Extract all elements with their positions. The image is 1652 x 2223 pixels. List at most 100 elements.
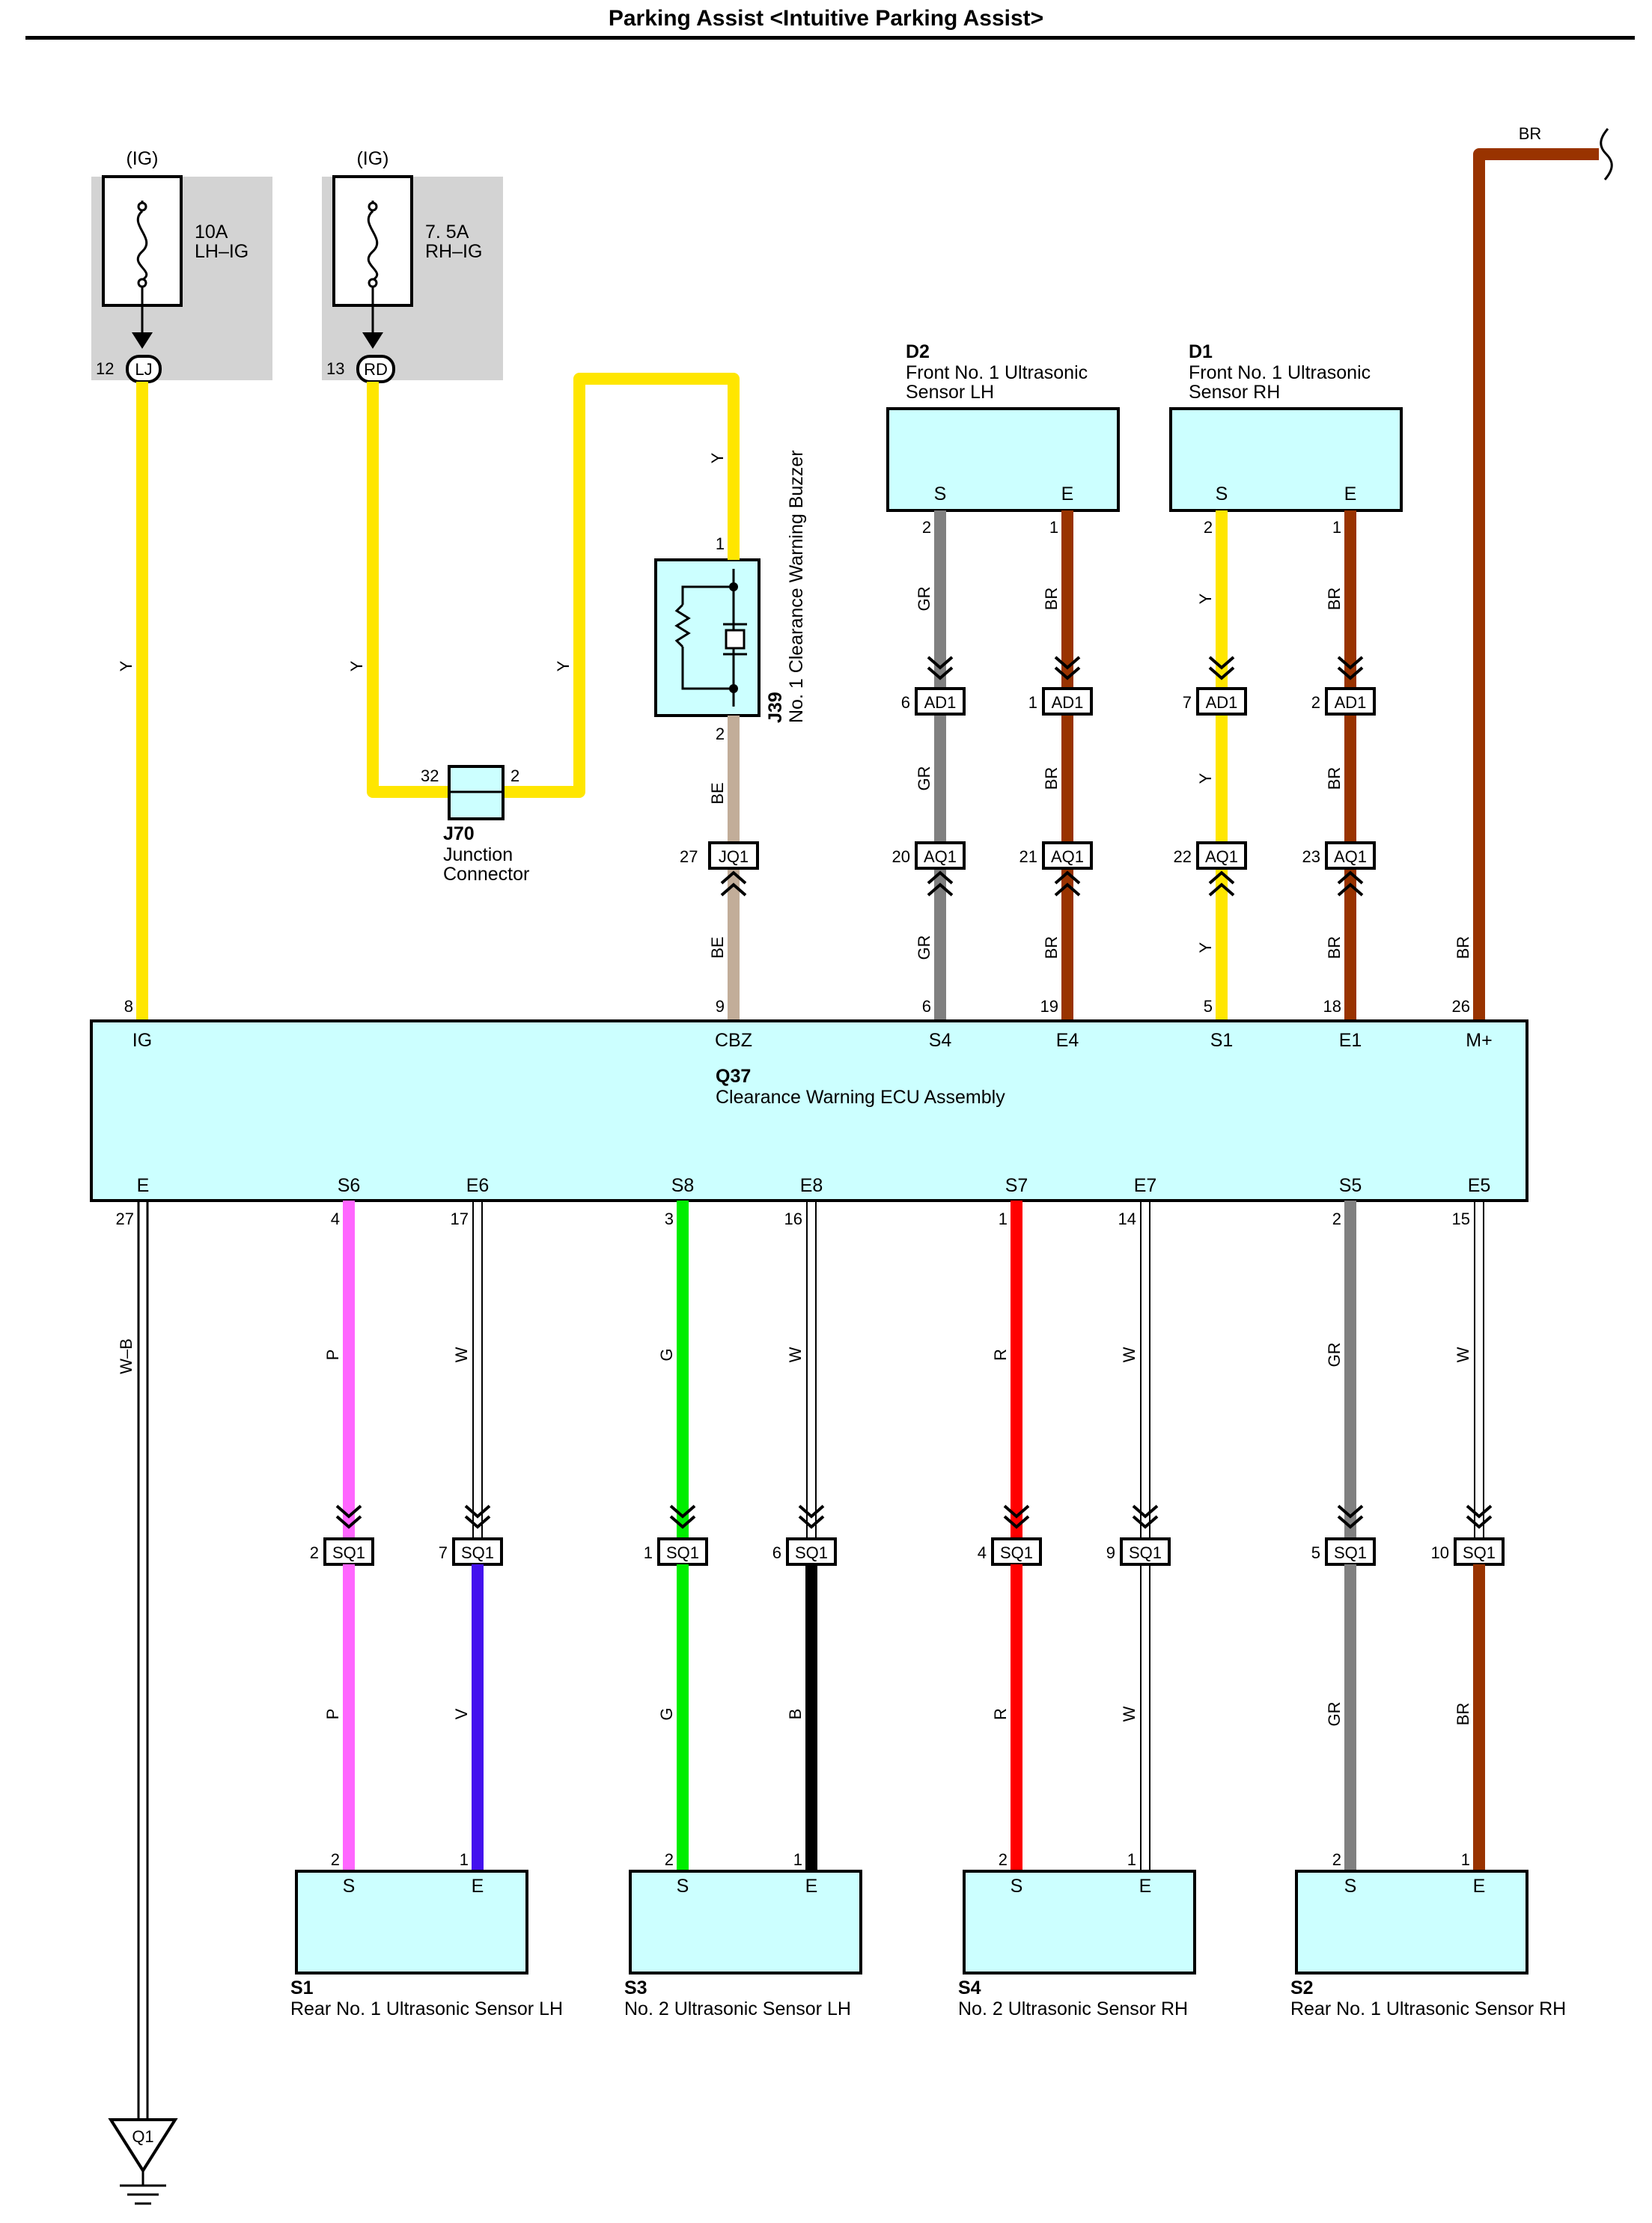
front-wire-2-ad1-pin: 7 (1183, 693, 1192, 712)
d1-s-pin: 2 (1204, 518, 1213, 537)
front-wire-3-ad1-pin: 2 (1311, 693, 1320, 712)
front-wire-2-aq1-label: AQ1 (1205, 847, 1238, 866)
fuse2-pin: 13 (326, 359, 344, 378)
junction-connector-j70: 32 2 J70 Junction Connector (421, 765, 529, 885)
d2-name-2: Sensor LH (906, 382, 994, 403)
front-wire-1-ad1-pin: 1 (1028, 693, 1037, 712)
rear-wire-2-chevron (669, 1504, 696, 1529)
rear-sensor-S4-box (963, 1870, 1196, 1975)
rear-wire-2-sq1-box (657, 1537, 708, 1566)
rear-wire-0-chevron (335, 1504, 362, 1529)
ground-q1: W–B Q1 (108, 1201, 178, 2205)
rear-sensor-S4-id: S4 (958, 1977, 981, 1998)
front-wire-0-chevron-up (927, 870, 954, 897)
rear-wire-5-label-lower: W (1120, 1706, 1139, 1722)
rear-wire-2-sq1-label: SQ1 (666, 1543, 699, 1562)
j70-name-1: Junction (443, 844, 513, 865)
rear-wire-5-sq1-label: SQ1 (1129, 1543, 1162, 1562)
ecu-id: Q37 (716, 1066, 751, 1087)
ecu-top-term-IG: IG (132, 1030, 152, 1051)
fuse-lh-ig: (IG) 10A LH–IG 12 LJ (91, 148, 272, 383)
ecu-top-term-CBZ: CBZ (715, 1030, 752, 1051)
rear-wire-3-sq1-pin: 6 (772, 1543, 781, 1562)
rear-wire-4-chevron (1003, 1504, 1030, 1529)
ecu-top-pin-E1: 18 (1323, 997, 1341, 1016)
front-wire-3-ad1-label: AD1 (1335, 693, 1367, 712)
rear-sensor-S2-id: S2 (1290, 1977, 1314, 1998)
ecu-top-term-S4: S4 (929, 1030, 952, 1051)
d2-s-pin: 2 (922, 518, 931, 537)
fuse2-amp: 7. 5A (425, 222, 469, 243)
front-wire-3-chevron-down (1337, 656, 1364, 680)
buzzer-j39: 1 2 J39 No. 1 Clearance Warning Buzzer (654, 450, 807, 743)
front-wire-2-chevron-up (1208, 870, 1235, 897)
rear-sensor-S2-s-pin: 2 (1332, 1850, 1341, 1869)
ecu-bottom-pin-S8: 3 (665, 1210, 674, 1228)
front-sensor-d2: D2 Front No. 1 Ultrasonic Sensor LH S E … (886, 341, 1120, 537)
rear-sensor-S3-s-label: S (677, 1876, 689, 1897)
front-wire-0-ad1-pin: 6 (901, 693, 910, 712)
ecu-bottom-pin-E7: 14 (1118, 1210, 1136, 1228)
wire-label-buzzer-in: Y (708, 452, 727, 463)
ecu-top-term-E1: E1 (1339, 1030, 1362, 1051)
front-wire-3-ad1-box (1325, 687, 1376, 716)
rear-sensor-S1-name: Rear No. 1 Ultrasonic Sensor LH (290, 1998, 563, 2019)
rear-wire-3-label-lower: B (786, 1709, 805, 1720)
fuse2-supply: (IG) (356, 148, 388, 169)
wire-ig-yellow: Y (117, 382, 148, 1021)
front-wire-2-ad1-box (1196, 687, 1247, 716)
ecu-top-term-M+: M+ (1466, 1030, 1492, 1051)
ecu-top-pin-IG: 8 (124, 997, 133, 1016)
j70-pin-left: 32 (421, 766, 439, 785)
rear-wire-1-sq1-pin: 7 (439, 1543, 448, 1562)
fuse1-pin: 12 (96, 359, 114, 378)
ecu-q37: Q37 Clearance Warning ECU Assembly (90, 1019, 1528, 1202)
front-wire-0-ad1-label: AD1 (924, 693, 957, 712)
m-plus-label-top: BR (1519, 124, 1542, 143)
rear-wire-1-chevron (464, 1504, 491, 1529)
front-wire-1-chevron-down (1054, 656, 1081, 680)
wire-rd-yellow: Y Y Y (347, 373, 740, 798)
wire-label-be2: BE (708, 936, 727, 958)
jq1-label: JQ1 (719, 847, 749, 866)
ecu-top-pin-S1: 5 (1204, 997, 1213, 1016)
rear-wire-6-sq1-box (1325, 1537, 1376, 1566)
d1-name-2: Sensor RH (1189, 382, 1280, 403)
rear-wire-6-sq1-pin: 5 (1311, 1543, 1320, 1562)
rear-wire-6-sq1-label: SQ1 (1334, 1543, 1367, 1562)
rear-sensor-S2-s-label: S (1344, 1876, 1357, 1897)
front-wire-0-ad1-box (915, 687, 966, 716)
ground-wire-label: W–B (117, 1338, 135, 1374)
ecu-bottom-pin-E: 27 (116, 1210, 134, 1228)
front-wire-1-ad1-label: AD1 (1052, 693, 1084, 712)
rear-wire-5-sq1-box (1120, 1537, 1171, 1566)
front-wire-2-label-1: Y (1196, 593, 1215, 604)
fuse1-amp: 10A (195, 222, 228, 243)
ecu-terminals: 8IG9CBZ6S419E45S118E126M+E27S64E617S83E8… (116, 997, 1493, 1228)
rear-sensor-S3-e-pin: 1 (793, 1850, 802, 1869)
rear-wire-7-label-lower: BR (1454, 1703, 1472, 1726)
front-wire-2-aq1-pin: 22 (1174, 847, 1192, 866)
rear-sensor-S2-box (1295, 1870, 1528, 1975)
front-wire-2-ad1-label: AD1 (1206, 693, 1238, 712)
front-wire-2-aq1-box (1196, 841, 1247, 870)
front-wire-1-aq1-label: AQ1 (1051, 847, 1084, 866)
ecu-bottom-pin-S6: 4 (331, 1210, 340, 1228)
ecu-bottom-term-S8: S8 (671, 1175, 695, 1196)
d1-e-pin: 1 (1332, 518, 1341, 537)
rear-wire-7-sq1-label: SQ1 (1463, 1543, 1496, 1562)
front-wire-3-aq1-label: AQ1 (1334, 847, 1367, 866)
rear-wire-0-sq1-label: SQ1 (332, 1543, 365, 1562)
j70-pin-right: 2 (510, 766, 519, 785)
rear-sensor-S2-e-pin: 1 (1461, 1850, 1470, 1869)
front-sensor-d1: D1 Front No. 1 Ultrasonic Sensor RH S E … (1169, 341, 1403, 537)
fuse1-supply: (IG) (126, 148, 158, 169)
rear-wire-4-label-lower: R (991, 1708, 1010, 1720)
rear-wire-6-label-lower: GR (1325, 1702, 1344, 1727)
front-wire-1-label-1: BR (1042, 588, 1061, 611)
buzzer-pin-bottom: 2 (716, 725, 725, 743)
wire-buzzer-be: BE BE 27 JQ1 (680, 716, 759, 1021)
